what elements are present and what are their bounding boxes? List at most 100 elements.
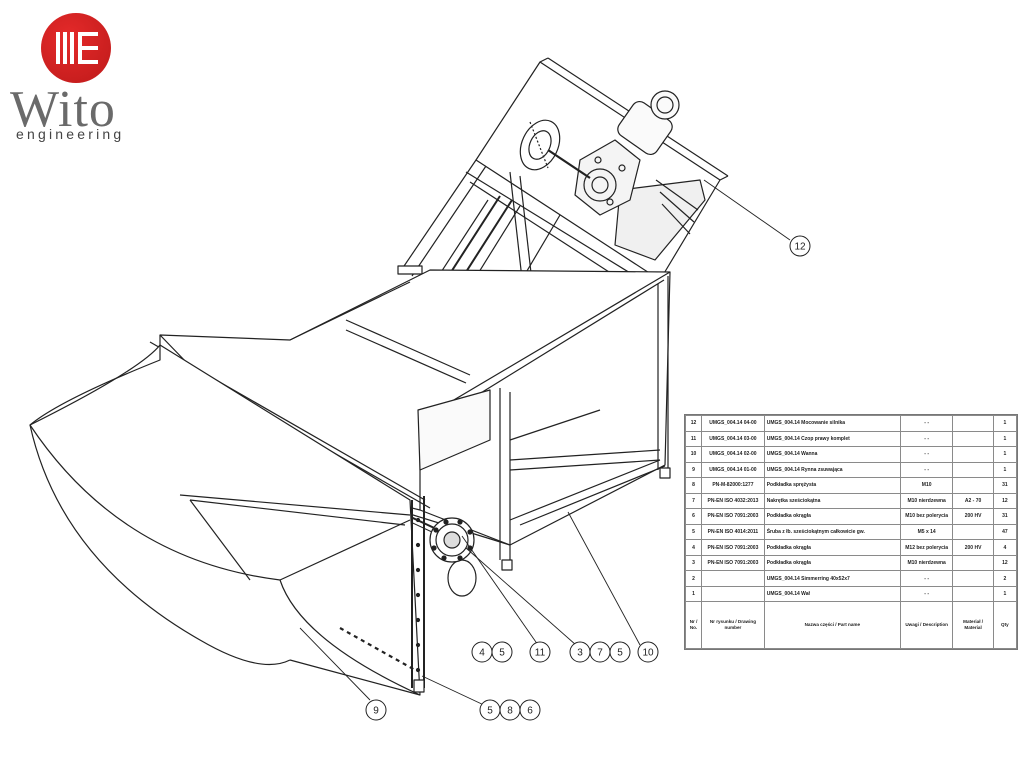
bom-cell-drawing [701, 585, 765, 603]
bom-cell-desc: M12 bez polerycia [899, 539, 954, 556]
svg-text:11: 11 [535, 648, 546, 659]
bom-cell-drawing: PN-EN ISO 4014:2011 [701, 523, 765, 541]
callout-11: 11 [529, 641, 551, 663]
bom-cell-drawing: UMGS_004.14 02-00 [701, 446, 765, 463]
bom-cell-qty: 1 [992, 415, 1018, 432]
bom-cell-name: Podkładka sprężysta [763, 477, 901, 494]
bom-cell-name: Śruba z łb. sześciokątnym całkowicie gw. [763, 523, 901, 541]
svg-text:5: 5 [499, 648, 505, 659]
bom-cell-qty: 1 [992, 461, 1018, 479]
bom-cell-no: 7 [684, 492, 703, 510]
svg-text:12: 12 [794, 242, 806, 253]
bom-header-no: Nr / No. [684, 601, 703, 649]
callout-4: 4 [471, 641, 493, 663]
bom-cell-no: 2 [684, 570, 703, 587]
motor-gearbox [547, 90, 680, 216]
bom-cell-qty: 1 [992, 446, 1018, 463]
bom-cell-drawing [701, 570, 765, 587]
bom-cell-name: Podkładka okrągła [763, 539, 901, 556]
bom-header-material: Materiał / Material [952, 601, 994, 649]
svg-text:10: 10 [642, 648, 654, 659]
bom-cell-desc: - - [899, 430, 954, 448]
tank-body [149, 269, 671, 571]
bom-cell-no: 5 [684, 523, 703, 541]
bom-cell-name: UMGS_004.14 Wanna [763, 446, 901, 463]
bom-cell-desc: M10 [899, 477, 954, 494]
bom-cell-desc: - - [899, 570, 954, 587]
bom-cell-no: 8 [684, 477, 703, 494]
bom-cell-drawing: PN-M-82000:1277 [701, 477, 765, 494]
bom-cell-name: UMGS_004.14 Rynna zsuwająca [763, 461, 901, 479]
callout-5-b: 5 [609, 641, 631, 663]
bom-cell-qty: 12 [992, 554, 1018, 572]
bom-header-desc: Uwagi / Description [899, 601, 954, 649]
callout-9: 9 [365, 699, 387, 721]
logo-wordmark: Wito [10, 81, 116, 138]
leader-lines [299, 179, 791, 707]
bom-cell-desc: M5 x 14 [899, 523, 954, 541]
bom-cell-drawing: UMGS_004.14 04-00 [701, 415, 765, 432]
bom-cell-name: UMGS_004.14 Simmerring 40x52x7 [763, 570, 901, 587]
bom-cell-desc: - - [899, 461, 954, 479]
svg-text:5: 5 [487, 706, 493, 717]
bom-cell-drawing: PN-EN ISO 4032:2013 [701, 492, 765, 510]
callout-bubbles: 12 4 5 11 3 7 [365, 235, 811, 721]
callout-10: 10 [637, 641, 659, 663]
svg-text:9: 9 [373, 706, 379, 717]
bom-cell-qty: 31 [992, 508, 1018, 525]
bom-cell-material: A2 - 70 [952, 492, 994, 510]
bom-cell-drawing: PN-EN ISO 7091:2003 [701, 554, 765, 572]
svg-text:7: 7 [597, 648, 603, 659]
bom-cell-material: 200 HV [952, 539, 994, 556]
bom-cell-name: Podkładka okrągła [763, 508, 901, 525]
bom-cell-qty: 47 [992, 523, 1018, 541]
bom-cell-desc: - - [899, 446, 954, 463]
discharge-chute [29, 344, 425, 696]
bom-cell-no: 6 [684, 508, 703, 525]
bom-cell-drawing: PN-EN ISO 7091:2003 [701, 539, 765, 556]
bom-cell-qty: 4 [992, 539, 1018, 556]
bom-cell-name: UMGS_004.14 Czop prawy komplet [763, 430, 901, 448]
bom-cell-material: 200 HV [952, 508, 994, 525]
bom-cell-material [952, 415, 994, 432]
callout-6: 6 [519, 699, 541, 721]
bom-cell-material [952, 461, 994, 479]
callout-7: 7 [589, 641, 611, 663]
bom-cell-material [952, 570, 994, 587]
bom-cell-desc: M10 nierdzewna [899, 554, 954, 572]
bom-cell-name: Podkładka okrągła [763, 554, 901, 572]
bom-cell-material [952, 585, 994, 603]
bom-cell-no: 12 [684, 415, 703, 432]
bom-header-row: Nr / No. Nr rysunku / Drawing number Naz… [684, 601, 1018, 649]
bom-cell-qty: 1 [992, 585, 1018, 603]
bom-cell-qty: 31 [992, 477, 1018, 494]
logo-badge-icon [41, 13, 111, 83]
bom-header-qty: Qty [992, 601, 1018, 649]
bom-cell-no: 9 [684, 461, 703, 479]
bom-cell-material [952, 554, 994, 572]
bom-cell-material [952, 477, 994, 494]
callout-8: 8 [499, 699, 521, 721]
bom-cell-no: 11 [684, 430, 703, 448]
bom-cell-name: UMGS_004.14 Mocowanie silnika [763, 415, 901, 432]
bom-header-name: Nazwa części / Part name [763, 601, 901, 649]
bom-header-drawing: Nr rysunku / Drawing number [701, 601, 765, 649]
bom-cell-no: 10 [684, 446, 703, 463]
bom-cell-desc: - - [899, 585, 954, 603]
company-logo: Wito engineering [8, 8, 138, 148]
